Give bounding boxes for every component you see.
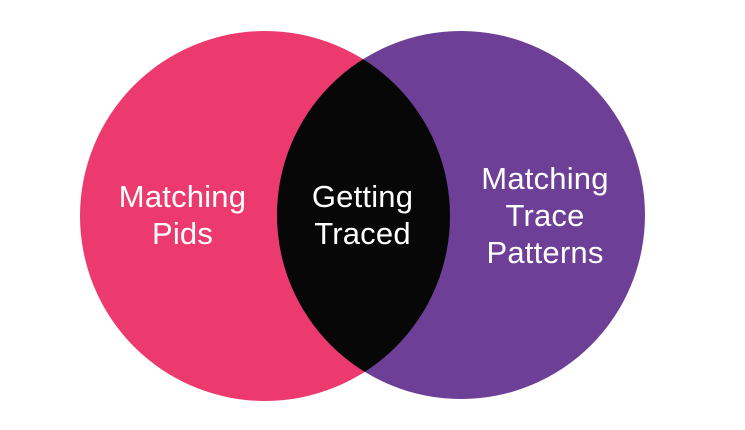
set-label-line: Matching — [481, 161, 609, 196]
intersection-label-line: Traced — [314, 216, 411, 251]
set-label-line: Matching — [118, 179, 247, 214]
set-label-line: Patterns — [486, 235, 604, 270]
set-label-line: Pids — [151, 216, 214, 251]
set-label-line: Trace — [505, 198, 585, 233]
intersection-label-getting-traced: Getting Traced — [290, 178, 435, 252]
intersection-region — [277, 31, 450, 399]
set-label-matching-trace-patterns: Matching Trace Patterns — [460, 160, 630, 271]
set-label-matching-pids: Matching Pids — [100, 178, 265, 252]
intersection-label-line: Getting — [311, 179, 414, 214]
